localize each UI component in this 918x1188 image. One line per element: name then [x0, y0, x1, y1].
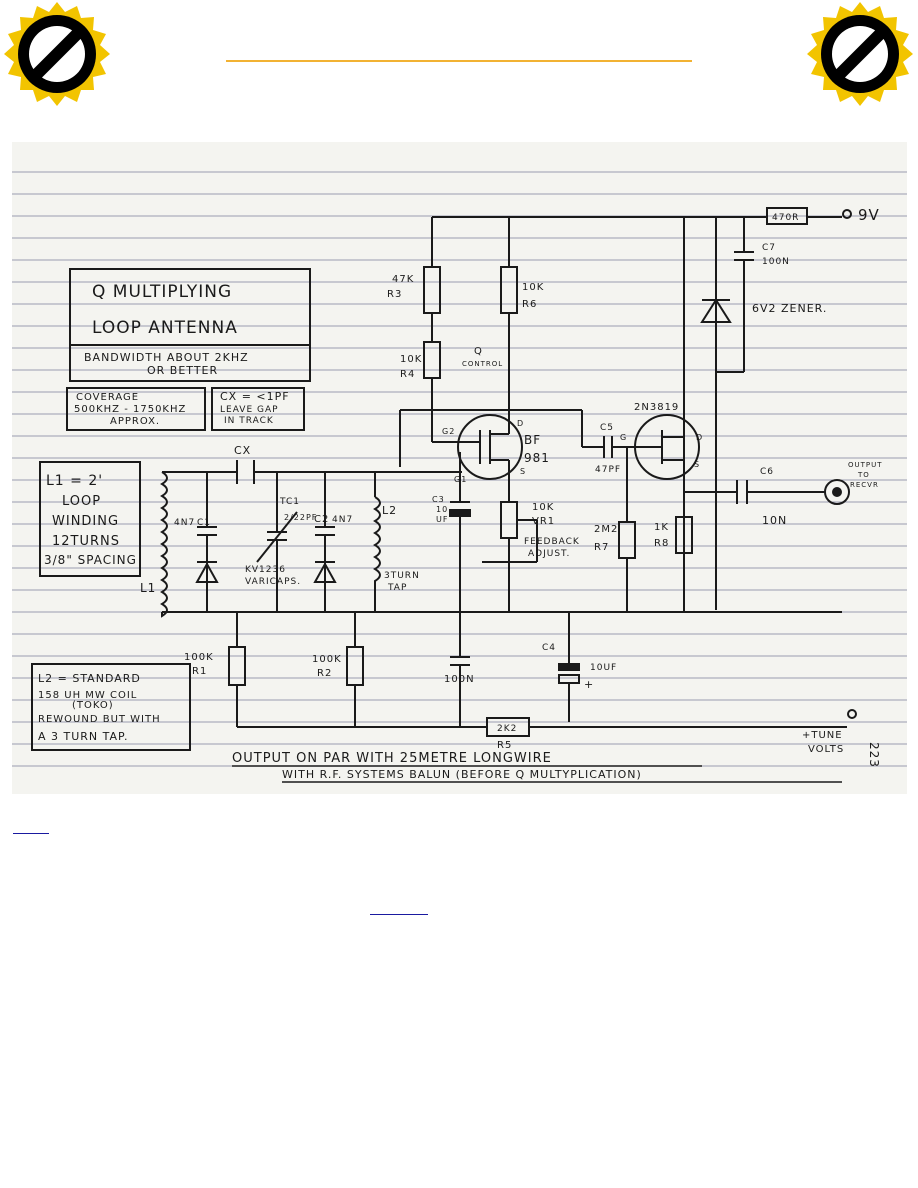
fet1-type: BF — [524, 433, 541, 447]
fet2-source-label: S — [694, 460, 700, 469]
r6-value: 10K — [522, 282, 544, 293]
r5-label: R5 — [497, 740, 512, 751]
bottom-note-line-2: WITH R.F. SYSTEMS BALUN (BEFORE Q MULTYP… — [282, 768, 642, 781]
turn-tap-line-1: 3TURN — [384, 571, 420, 581]
g1-label: G1 — [454, 475, 467, 484]
c3-unit: UF — [436, 515, 448, 524]
l1-note-line-2: LOOP — [62, 494, 101, 509]
r7-value: 2M2 — [594, 524, 618, 535]
box-title-line-2: LOOP ANTENNA — [92, 318, 238, 338]
l2-note-line-5: A 3 TURN TAP. — [38, 730, 128, 743]
l2-note-line-2: 158 UH MW COIL — [38, 690, 137, 701]
tune-label-1: +TUNE — [802, 730, 843, 741]
r1-value: 100K — [184, 652, 214, 663]
l2-note-line-1: L2 = STANDARD — [38, 672, 141, 685]
feedback-line-2: ADJUST. — [528, 549, 570, 559]
r8-value: 1K — [654, 522, 669, 533]
l1-label: L1 — [140, 581, 156, 595]
output-label-2: TO — [857, 471, 870, 479]
coverage-line-1: COVERAGE — [76, 392, 139, 403]
c1-label: C1 — [197, 518, 211, 528]
fet1-source-label: S — [520, 467, 526, 476]
supply-9v-label: 9V — [858, 206, 880, 224]
c5-value: 47PF — [595, 465, 621, 475]
c7-label: C7 — [762, 243, 776, 253]
g2-label: G2 — [442, 427, 455, 436]
output-label-1: OUTPUT — [848, 461, 883, 469]
fet1-number: 981 — [524, 451, 550, 465]
r3-value: 47K — [392, 274, 414, 285]
varicap-part: KV1236 — [245, 565, 286, 575]
c6-label: C6 — [760, 467, 774, 477]
vr1-label: VR1 — [532, 516, 555, 527]
box-title-line-1: Q MULTIPLYING — [92, 282, 232, 302]
c6-value: 10N — [762, 514, 787, 527]
r470-label: 470R — [772, 213, 799, 223]
r4-label: R4 — [400, 369, 415, 380]
cx-note-line-3: IN TRACK — [224, 416, 274, 426]
fet2-type: 2N3819 — [634, 402, 679, 413]
feedback-line-1: FEEDBACK — [524, 537, 580, 547]
tune-label-2: VOLTS — [808, 744, 844, 755]
c2-label: C2 — [314, 514, 329, 525]
note-link-1[interactable] — [13, 833, 49, 834]
coverage-line-2: 500KHZ - 1750KHZ — [74, 404, 186, 415]
note-link-2[interactable] — [370, 914, 428, 915]
vr1-value: 10K — [532, 502, 554, 513]
r8-label: R8 — [654, 538, 669, 549]
bandwidth-line-1: BANDWIDTH ABOUT 2KHZ — [84, 351, 249, 364]
l1-note-line-5: 3/8" SPACING — [44, 553, 137, 567]
cap-100n-label: 100N — [444, 674, 475, 685]
l2-label: L2 — [382, 504, 397, 517]
r2-label: R2 — [317, 668, 332, 679]
c5-label: C5 — [600, 423, 614, 433]
r3-label: R3 — [387, 289, 402, 300]
r1-label: R1 — [192, 666, 207, 677]
turn-tap-line-2: TAP — [387, 583, 407, 593]
c7-value: 100N — [762, 257, 790, 267]
bandwidth-line-2: OR BETTER — [147, 364, 218, 377]
fet2-gate-label: G — [620, 433, 627, 442]
q-control-label: CONTROL — [462, 360, 503, 368]
fet2-drain-label: D — [696, 433, 703, 442]
c3-value: 10 — [436, 505, 448, 514]
c2-value: 4N7 — [332, 515, 353, 525]
varicap-label: VARICAPS. — [245, 577, 301, 587]
r7-label: R7 — [594, 542, 609, 553]
c4-plus: + — [584, 678, 594, 691]
schematic-diagram: Q MULTIPLYING LOOP ANTENNA BANDWIDTH ABO… — [12, 142, 907, 794]
tc1-value: 2/22PF — [284, 513, 317, 522]
cx-note-line-1: CX = <1PF — [220, 390, 290, 403]
c1-value: 4N7 — [174, 518, 195, 528]
r4-value: 10K — [400, 354, 422, 365]
tc1-label: TC1 — [279, 497, 300, 507]
r2-value: 100K — [312, 654, 342, 665]
l1-note-line-4: 12TURNS — [52, 534, 120, 549]
l1-note-line-1: L1 = 2' — [46, 473, 103, 489]
cx-label: CX — [234, 444, 251, 457]
page-number: 223 — [867, 742, 881, 768]
output-label-3: RECVR — [850, 481, 879, 489]
r5-value: 2K2 — [497, 724, 517, 734]
r6-label: R6 — [522, 299, 537, 310]
prohibited-sign-icon — [4, 2, 110, 106]
l1-note-line-3: WINDING — [52, 514, 119, 529]
c4-label: C4 — [542, 643, 556, 653]
coverage-line-3: APPROX. — [110, 416, 160, 427]
title-underline — [226, 60, 692, 62]
bottom-note-line-1: OUTPUT ON PAR WITH 25METRE LONGWIRE — [232, 751, 552, 766]
l2-note-line-4: REWOUND BUT WITH — [38, 714, 161, 725]
cx-note-line-2: LEAVE GAP — [220, 405, 279, 415]
c4-value: 10UF — [590, 663, 617, 673]
zener-label: 6V2 ZENER. — [752, 302, 827, 315]
q-label: Q — [474, 346, 483, 357]
prohibited-sign-icon — [807, 2, 913, 106]
l2-note-line-3: (TOKO) — [72, 700, 114, 711]
fet1-drain-label: D — [517, 419, 524, 428]
c3-label: C3 — [432, 495, 445, 504]
